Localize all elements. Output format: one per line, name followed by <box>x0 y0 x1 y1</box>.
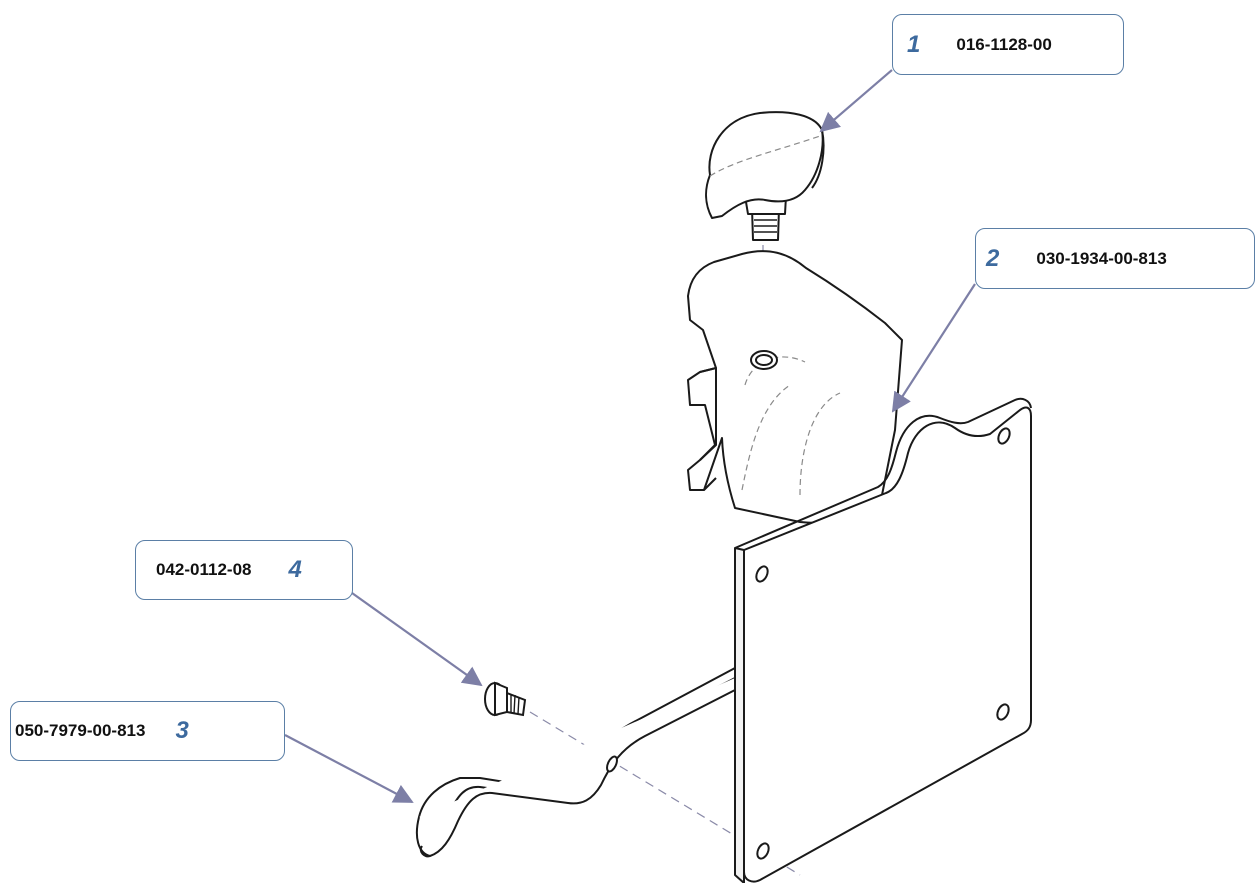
mounting-bracket <box>687 250 1032 883</box>
leader-arrow-3 <box>284 734 414 803</box>
callout-2-number: 2 <box>986 244 1000 272</box>
callout-3-part-number: 050-7979-00-813 <box>15 721 146 740</box>
callout-4-number: 4 <box>288 556 302 583</box>
callout-3-number: 3 <box>175 717 189 744</box>
leader-arrow-2 <box>891 283 976 413</box>
callout-4: 042-0112-08 4 <box>135 540 353 600</box>
callout-3: 050-7979-00-813 3 <box>10 701 285 761</box>
callout-2: 2 030-1934-00-813 <box>975 228 1255 289</box>
callout-1-number: 1 <box>907 30 921 58</box>
leader-arrow-4 <box>351 592 483 687</box>
arm-bar <box>415 667 736 858</box>
leader-arrow-1 <box>819 69 893 133</box>
callout-1-part-number: 016-1128-00 <box>956 34 1052 54</box>
callout-4-part-number: 042-0112-08 <box>156 560 252 579</box>
thumb-knob <box>705 111 825 241</box>
screw <box>484 681 527 717</box>
callout-1: 1 016-1128-00 <box>892 14 1124 75</box>
leader-arrows <box>284 69 976 803</box>
callout-2-part-number: 030-1934-00-813 <box>1036 248 1167 268</box>
